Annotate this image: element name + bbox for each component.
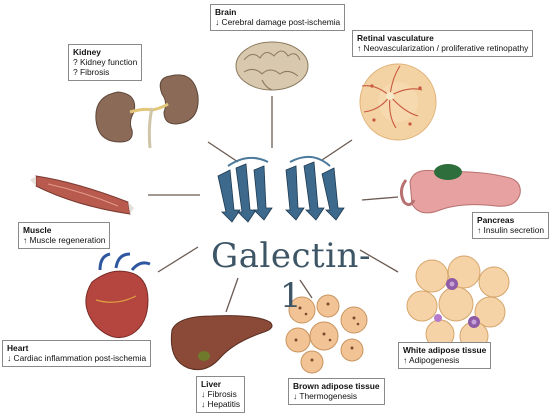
connector-heart — [157, 246, 199, 273]
label-pancreas: Pancreas ↑ Insulin secretion — [472, 212, 550, 239]
retina-illustration — [359, 63, 437, 141]
label-heart: Heart ↓ Cardiac inflammation post-ischem… — [2, 340, 152, 367]
muscle-illustration — [30, 175, 134, 215]
connector-lines — [148, 96, 399, 313]
connector-pancreas — [361, 196, 399, 201]
label-white-line: ↑ Adipogenesis — [403, 355, 460, 365]
label-white-title: White adipose tissue — [403, 345, 487, 355]
connector-white — [359, 249, 399, 273]
label-heart-title: Heart — [7, 343, 29, 353]
connector-brown — [299, 279, 313, 299]
label-heart-line: ↓ Cardiac inflammation post-ischemia — [7, 353, 147, 363]
label-brown-line: ↓ Thermogenesis — [293, 391, 358, 401]
white-adipose-illustration — [406, 255, 510, 351]
label-brain-line: ↓ Cerebral damage post-ischemia — [215, 17, 341, 27]
label-kidney-title: Kidney — [73, 47, 101, 57]
label-brown-title: Brown adipose tissue — [293, 381, 380, 391]
connector-kidney — [207, 141, 239, 163]
label-kidney-line-2: ? Fibrosis — [73, 67, 110, 77]
label-brain: Brain ↓ Cerebral damage post-ischemia — [210, 4, 346, 31]
label-liver: Liver ↓ Fibrosis ↓ Hepatitis — [196, 376, 246, 413]
heart-illustration — [85, 252, 151, 339]
label-retinal-line: ↑ Neovascularization / proliferative ret… — [357, 43, 529, 53]
label-retinal: Retinal vasculature ↑ Neovascularization… — [352, 30, 534, 57]
protein-illustration — [217, 155, 345, 223]
brown-adipose-illustration — [285, 294, 368, 374]
label-liver-line-2: ↓ Hepatitis — [201, 399, 241, 409]
label-white: White adipose tissue ↑ Adipogenesis — [398, 342, 492, 369]
liver-illustration — [170, 315, 273, 371]
label-brain-title: Brain — [215, 7, 237, 17]
label-muscle: Muscle ↑ Muscle regeneration — [18, 222, 111, 249]
label-muscle-line: ↑ Muscle regeneration — [23, 235, 106, 245]
brain-illustration — [235, 41, 309, 91]
label-retinal-title: Retinal vasculature — [357, 33, 434, 43]
central-title: Galectin-1 — [211, 236, 371, 316]
kidney-illustration — [95, 74, 199, 149]
label-kidney: Kidney ? Kidney function ? Fibrosis — [68, 44, 143, 81]
label-kidney-line-1: ? Kidney function — [73, 57, 138, 67]
connector-liver — [225, 277, 239, 313]
label-liver-line-1: ↓ Fibrosis — [201, 389, 237, 399]
label-liver-title: Liver — [201, 379, 222, 389]
label-muscle-title: Muscle — [23, 225, 52, 235]
label-pancreas-title: Pancreas — [477, 215, 515, 225]
connector-retinal — [321, 139, 353, 161]
label-pancreas-line: ↑ Insulin secretion — [477, 225, 545, 235]
label-brown: Brown adipose tissue ↓ Thermogenesis — [288, 378, 385, 405]
pancreas-illustration — [399, 164, 521, 214]
